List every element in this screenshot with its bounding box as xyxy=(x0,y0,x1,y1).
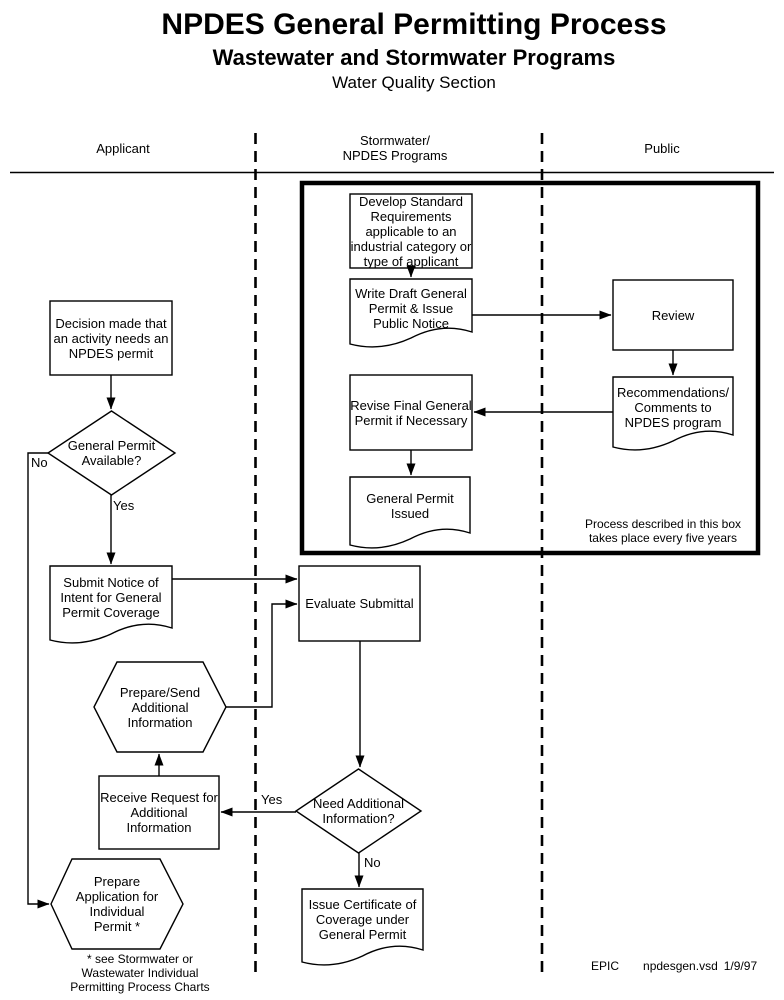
node-prepare-individual-app-label: Prepare Application for Individual Permi… xyxy=(75,874,159,934)
page-section-title: Water Quality Section xyxy=(332,73,496,92)
node-review-shape xyxy=(612,279,734,351)
node-issue-certificate-shape xyxy=(301,888,424,966)
node-write-draft-shape xyxy=(349,278,473,348)
node-receive-request-label: Receive Request for Additional Informati… xyxy=(100,790,218,835)
edge-no-to-individual-permit xyxy=(27,452,50,909)
node-receive-request-shape xyxy=(98,775,220,850)
node-issue-certificate-label: Issue Certificate of Coverage under Gene… xyxy=(308,897,417,942)
footer-date: 1/9/97 xyxy=(723,959,758,973)
node-prepare-individual-app-shape xyxy=(50,858,184,950)
node-revise-final-label: Revise Final General Permit if Necessary xyxy=(350,397,472,428)
node-general-permit-issued-shape xyxy=(349,476,471,549)
page-title: NPDES General Permitting Process xyxy=(161,8,667,41)
edge-label-no-need-info: No xyxy=(364,855,381,870)
lane-header-programs: Stormwater/ NPDES Programs xyxy=(342,133,448,163)
node-need-additional-info-label: Need Additional Information? xyxy=(312,796,405,826)
footer: EPIC npdesgen.vsd 1/9/97 xyxy=(591,959,757,973)
lane-header-public: Public xyxy=(644,140,680,156)
node-revise-final-shape xyxy=(349,374,473,451)
node-write-draft-label: Write Draft General Permit & Issue Publi… xyxy=(355,286,467,331)
five-year-note: Process described in this box takes plac… xyxy=(584,517,742,545)
edge-preparesend-to-evaluate xyxy=(226,599,298,708)
node-general-permit-available-label: General Permit Available? xyxy=(67,438,156,468)
node-recommendations-shape xyxy=(612,376,734,451)
edge-label-yes-general-permit: Yes xyxy=(113,498,135,513)
node-prepare-send-info-label: Prepare/Send Additional Information xyxy=(119,684,201,730)
lane-header-applicant: Applicant xyxy=(96,140,150,156)
edge-label-no-general-permit: No xyxy=(31,455,48,470)
node-evaluate-submittal-label: Evaluate Submittal xyxy=(305,596,414,611)
footer-filename: npdesgen.vsd xyxy=(643,959,718,973)
node-submit-noi-label: Submit Notice of Intent for General Perm… xyxy=(60,574,162,620)
node-general-permit-issued-label: General Permit Issued xyxy=(366,491,454,521)
footnote: * see Stormwater or Wastewater Individua… xyxy=(70,952,210,994)
node-review-label: Review xyxy=(651,307,695,323)
five-year-process-box xyxy=(299,180,761,556)
node-develop-standard-shape xyxy=(349,193,473,269)
node-submit-noi-shape xyxy=(49,565,173,644)
node-recommendations-label: Recommendations/ Comments to NPDES progr… xyxy=(617,384,729,430)
page-subtitle: Wastewater and Stormwater Programs xyxy=(212,45,616,70)
node-develop-standard-label: Develop Standard Requirements applicable… xyxy=(350,193,472,269)
footer-org: EPIC xyxy=(591,959,620,973)
node-decision-made-label: Decision made that an activity needs an … xyxy=(53,315,169,361)
edge-label-yes-need-info: Yes xyxy=(261,792,283,807)
